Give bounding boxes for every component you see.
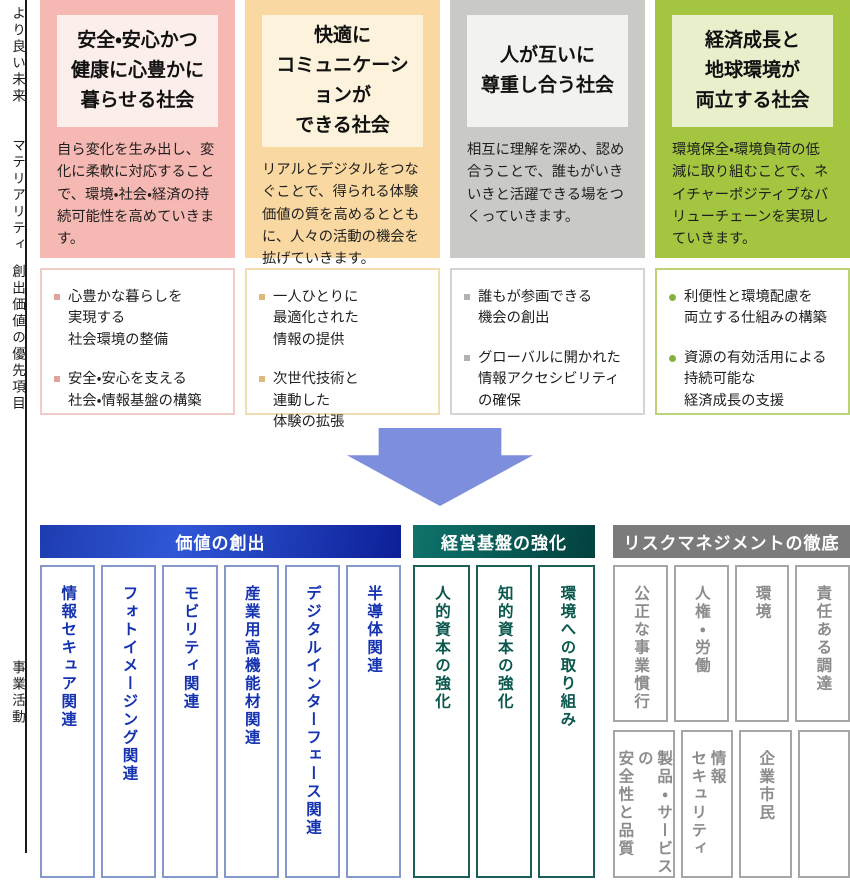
column-environment: 環境 xyxy=(734,565,790,722)
column-label: 製品・サービスの 安全性と品質 xyxy=(616,750,673,876)
priority-text: 安全・安心を支える 社会・情報基盤の構築 xyxy=(68,371,202,409)
pillar-title: 安全・安心かつ 健康に心豊かに 暮らせる社会 xyxy=(57,15,218,127)
management-base-columns: 人的資本の強化 知的資本の強化 環境への取り組み xyxy=(413,565,596,878)
value-creation-columns: 情報セキュア関連 フォトイメージング関連 モビリティ関連 産業用高機能材関連 デ… xyxy=(40,565,402,878)
column-label: フォトイメージング関連 xyxy=(120,585,138,783)
column-label: 環境 xyxy=(753,585,771,621)
list-item: 安全・安心を支える 社会・情報基盤の構築 xyxy=(54,369,223,412)
pillar-description: リアルとデジタルをつなぐことで、得られる体験価値の質を高めるとともに、人々の活動… xyxy=(262,162,420,268)
pillar-description: 自ら変化を生み出し、変化に柔軟に対応することで、環境・社会・経済の持続可能性を高… xyxy=(57,142,215,248)
column-info-secure: 情報セキュア関連 xyxy=(40,565,96,878)
list-item: 次世代技術と 連動した 体験の拡張 xyxy=(259,369,428,433)
column-digital-interface: デジタルインターフェース関連 xyxy=(284,565,340,878)
bullet-icon xyxy=(54,294,60,300)
column-environment-initiatives: 環境への取り組み xyxy=(538,565,596,878)
column-label: 環境への取り組み xyxy=(558,585,576,729)
axis-label-priority-items: 創出価値の優先項目 xyxy=(10,264,25,413)
pillar-title: 人が互いに 尊重し合う社会 xyxy=(467,15,628,127)
column-label: 産業用高機能材関連 xyxy=(242,585,260,747)
priority-text: 誰もが参画できる 機会の創出 xyxy=(478,289,593,327)
priority-list-mutual-respect: 誰もが参画できる 機会の創出 グローバルに開かれた 情報アクセシビリティ の確保 xyxy=(450,268,645,415)
society-pillars: 安全・安心かつ 健康に心豊かに 暮らせる社会 自ら変化を生み出し、変化に柔軟に対… xyxy=(40,0,850,430)
column-label: 知的資本の強化 xyxy=(495,585,513,711)
column-intellectual-capital: 知的資本の強化 xyxy=(475,565,533,878)
axis-label-materiality: マテリアリティ xyxy=(10,138,25,254)
priority-list-safe-secure: 心豊かな暮らしを 実現する 社会環境の整備 安全・安心を支える 社会・情報基盤の… xyxy=(40,268,235,415)
column-corporate-citizenship: 企業市民 xyxy=(739,730,792,878)
bullet-icon xyxy=(259,294,265,300)
column-label: 情報 セキュリティ xyxy=(689,750,726,858)
column-label: 情報セキュア関連 xyxy=(59,585,77,729)
header-management-base: 経営基盤の強化 xyxy=(413,525,595,558)
column-label: 責任ある調達 xyxy=(814,585,832,693)
list-item: グローバルに開かれた 情報アクセシビリティ の確保 xyxy=(464,348,633,412)
pillar-description: 相互に理解を深め、認め合うことで、誰もがいきいきと活躍できる場をつくっていきます… xyxy=(467,142,625,225)
bullet-icon xyxy=(259,376,265,383)
column-human-rights-labor: 人権・労働 xyxy=(673,565,729,722)
priority-text: 次世代技術と 連動した 体験の拡張 xyxy=(273,371,359,431)
column-semiconductor: 半導体関連 xyxy=(345,565,402,878)
business-activities-section: 価値の創出 経営基盤の強化 リスクマネジメントの徹底 情報セキュア関連 フォトイ… xyxy=(40,525,850,878)
list-item: 利便性と環境配慮を 両立する仕組みの構築 xyxy=(669,287,838,330)
bullet-icon xyxy=(54,376,60,383)
priority-text: 利便性と環境配慮を 両立する仕組みの構築 xyxy=(684,289,827,327)
column-fair-business-practice: 公正な事業慣行 xyxy=(613,565,668,722)
list-item: 誰もが参画できる 機会の創出 xyxy=(464,287,633,330)
risk-management-columns-bottom: 製品・サービスの 安全性と品質 情報 セキュリティ 企業市民 xyxy=(613,730,850,878)
list-item: 一人ひとりに 最適化された 情報の提供 xyxy=(259,287,428,351)
column-industrial-materials: 産業用高機能材関連 xyxy=(223,565,279,878)
header-value-creation: 価値の創出 xyxy=(40,525,401,558)
priority-list-communication: 一人ひとりに 最適化された 情報の提供 次世代技術と 連動した 体験の拡張 xyxy=(245,268,440,430)
priority-list-economy-environment: 利便性と環境配慮を 両立する仕組みの構築 資源の有効活用による 持続可能な 経済… xyxy=(655,268,850,415)
column-label: モビリティ関連 xyxy=(181,585,199,711)
column-label: デジタルインターフェース関連 xyxy=(303,585,321,837)
header-risk-management: リスクマネジメントの徹底 xyxy=(613,525,850,558)
pillar-comfortable-communication-society: 快適に コミュニケーションが できる社会 リアルとデジタルをつなぐことで、得られ… xyxy=(245,0,440,267)
pillar-safe-secure-society: 安全・安心かつ 健康に心豊かに 暮らせる社会 自ら変化を生み出し、変化に柔軟に対… xyxy=(40,0,235,258)
column-label: 企業市民 xyxy=(757,750,775,822)
bullet-icon xyxy=(669,354,676,362)
priority-text: グローバルに開かれた 情報アクセシビリティ の確保 xyxy=(478,349,621,409)
list-item: 心豊かな暮らしを 実現する 社会環境の整備 xyxy=(54,287,223,351)
column-human-capital: 人的資本の強化 xyxy=(413,565,470,878)
column-label: 人権・労働 xyxy=(692,585,710,675)
column-label: 人的資本の強化 xyxy=(433,585,451,711)
bullet-icon xyxy=(669,294,676,301)
pillar-mutual-respect-society: 人が互いに 尊重し合う社会 相互に理解を深め、認め合うことで、誰もがいきいきと活… xyxy=(450,0,645,258)
priority-text: 一人ひとりに 最適化された 情報の提供 xyxy=(273,289,359,348)
pillar-economy-environment-society: 経済成長と 地球環境が 両立する社会 環境保全・環境負荷の低減に取り組むことで、… xyxy=(655,0,850,258)
column-label: 公正な事業慣行 xyxy=(632,585,650,711)
column-product-service-quality: 製品・サービスの 安全性と品質 xyxy=(613,730,676,878)
column-empty xyxy=(797,730,850,878)
pillar-title: 経済成長と 地球環境が 両立する社会 xyxy=(672,15,833,127)
priority-text: 心豊かな暮らしを 実現する 社会環境の整備 xyxy=(68,289,183,348)
axis-label-business-activity: 事業活動 xyxy=(10,660,25,726)
axis-divider-line xyxy=(25,0,27,853)
column-label: 半導体関連 xyxy=(365,585,383,675)
bullet-icon xyxy=(464,294,470,300)
bullet-icon xyxy=(464,354,470,361)
pillar-description: 環境保全・環境負荷の低減に取り組むことで、ネイチャーポジティブなバリューチェーン… xyxy=(672,142,829,248)
column-mobility: モビリティ関連 xyxy=(162,565,218,878)
down-arrow-icon xyxy=(347,428,533,506)
risk-management-columns-top: 公正な事業慣行 人権・労働 環境 責任ある調達 xyxy=(613,565,850,722)
priority-text: 資源の有効活用による 持続可能な 経済成長の支援 xyxy=(684,349,827,409)
pillar-title: 快適に コミュニケーションが できる社会 xyxy=(262,15,423,148)
list-item: 資源の有効活用による 持続可能な 経済成長の支援 xyxy=(669,348,838,412)
column-photo-imaging: フォトイメージング関連 xyxy=(101,565,157,878)
axis-label-better-future: より良い未来 xyxy=(10,6,25,105)
column-information-security: 情報 セキュリティ xyxy=(681,730,734,878)
column-responsible-procurement: 責任ある調達 xyxy=(795,565,850,722)
